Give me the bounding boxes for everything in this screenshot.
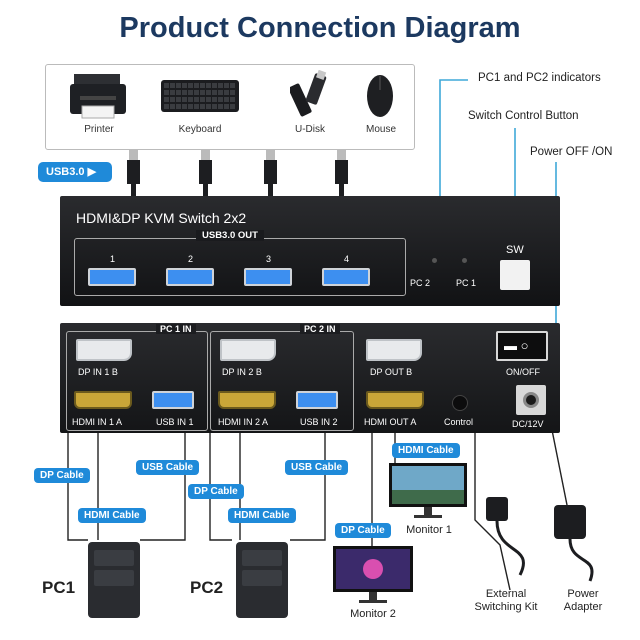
- dp-out-b-port[interactable]: [366, 339, 422, 361]
- hdmi-in-2a-label: HDMI IN 2 A: [218, 417, 269, 427]
- device-name: HDMI&DP KVM Switch 2x2: [76, 210, 247, 226]
- on-off-label: ON/OFF: [506, 367, 540, 377]
- dc-label: DC/12V: [512, 419, 544, 429]
- pc2-in-label: PC 2 IN: [300, 324, 340, 334]
- page-title: Product Connection Diagram: [119, 12, 521, 44]
- pc1-in-group: [66, 331, 208, 431]
- dp-cable-badge-1: DP Cable: [34, 468, 90, 483]
- pc1-led-label: PC 1: [456, 278, 477, 288]
- usb-port-3-label: 3: [266, 254, 272, 264]
- usb-out-label: USB3.0 OUT: [196, 230, 264, 241]
- monitor2-icon: [333, 546, 413, 603]
- pc1-led: [462, 258, 467, 263]
- pc2-label: PC2: [190, 578, 224, 597]
- pc2-led-label: PC 2: [410, 278, 431, 288]
- usb-out-port-1[interactable]: [88, 268, 136, 286]
- control-label: Control: [444, 417, 474, 427]
- udisk-label: U-Disk: [295, 124, 325, 135]
- usb-cable-badge-2: USB Cable: [285, 460, 349, 475]
- switching-kit-icon: [486, 497, 525, 576]
- rear-panel: PC 1 IN PC 2 IN DP IN 1 B DP IN 2 B DP O…: [60, 323, 560, 433]
- power-callout: Power OFF /ON: [530, 146, 613, 158]
- usb-out-port-2[interactable]: [166, 268, 214, 286]
- power-switch[interactable]: ▬ ○: [496, 331, 548, 361]
- usb-out-port-3[interactable]: [244, 268, 292, 286]
- usb-port-1-label: 1: [110, 254, 116, 264]
- control-port[interactable]: [452, 395, 468, 411]
- keyboard-icon: [161, 80, 239, 112]
- usb-in-2-port[interactable]: [296, 391, 338, 409]
- dc-jack[interactable]: [516, 385, 546, 415]
- hdmi-in-1a-port[interactable]: [74, 391, 132, 409]
- usb-out-port-4[interactable]: [322, 268, 370, 286]
- hdmi-in-2a-port[interactable]: [218, 391, 276, 409]
- mouse-label: Mouse: [365, 124, 396, 135]
- monitor1-label: Monitor 1: [406, 524, 452, 536]
- hdmi-out-a-label: HDMI OUT A: [364, 417, 417, 427]
- usb-port-2-label: 2: [188, 254, 194, 264]
- dp-in-2b-port[interactable]: [220, 339, 276, 361]
- dp-in-2b-label: DP IN 2 B: [222, 367, 262, 377]
- hdmi-cable-badge-2: HDMI Cable: [228, 508, 296, 523]
- front-panel: HDMI&DP KVM Switch 2x2 USB3.0 OUT 1 2 3 …: [60, 196, 560, 306]
- switch-control-button[interactable]: [500, 260, 530, 290]
- hdmi-cable-badge-3: HDMI Cable: [392, 443, 460, 458]
- dp-in-1b-label: DP IN 1 B: [78, 367, 118, 377]
- dp-cable-badge-3: DP Cable: [335, 523, 391, 538]
- usb-cable-badge-1: USB Cable: [136, 460, 200, 475]
- monitor1-icon: [389, 463, 467, 518]
- dp-in-1b-port[interactable]: [76, 339, 132, 361]
- switching-kit-label: External Switching Kit: [474, 588, 538, 613]
- pc1-icon: [88, 542, 140, 618]
- mouse-icon: [367, 75, 393, 117]
- power-adapter-label: Power Adapter: [563, 588, 603, 613]
- pc1-in-label: PC 1 IN: [156, 324, 196, 334]
- pc2-in-group: [210, 331, 354, 431]
- usb3-badge: USB3.0 ▶: [38, 162, 112, 182]
- usb-in-2-label: USB IN 2: [300, 417, 338, 427]
- hdmi-in-1a-label: HDMI IN 1 A: [72, 417, 123, 427]
- dp-out-b-label: DP OUT B: [370, 367, 413, 377]
- pc2-icon: [236, 542, 288, 618]
- usb-port-4-label: 4: [344, 254, 350, 264]
- hdmi-out-a-port[interactable]: [366, 391, 424, 409]
- hdmi-cable-badge-1: HDMI Cable: [78, 508, 146, 523]
- pc1-label: PC1: [42, 578, 76, 597]
- pc2-led: [432, 258, 437, 263]
- usb-in-1-port[interactable]: [152, 391, 194, 409]
- usb-out-group: [74, 238, 406, 296]
- switch-button-callout: Switch Control Button: [468, 110, 579, 122]
- printer-label: Printer: [84, 124, 114, 135]
- keyboard-label: Keyboard: [178, 124, 222, 135]
- usb-in-1-label: USB IN 1: [156, 417, 194, 427]
- indicators-callout: PC1 and PC2 indicators: [478, 72, 601, 84]
- power-adapter-icon: [554, 505, 594, 582]
- dp-cable-badge-2: DP Cable: [188, 484, 244, 499]
- monitor2-label: Monitor 2: [350, 608, 396, 620]
- usb-disk-icon: [290, 70, 327, 117]
- sw-label: SW: [506, 244, 524, 256]
- printer-icon: [70, 74, 126, 119]
